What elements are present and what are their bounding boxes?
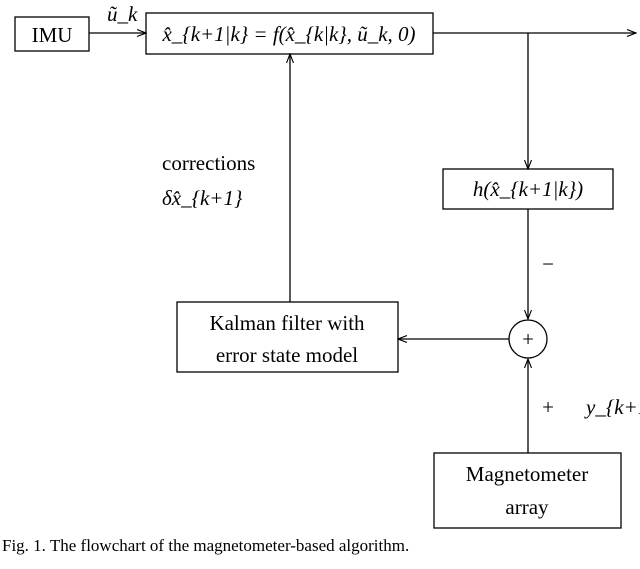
imu-block: IMU [14,16,90,52]
measurement-equation: h(x̂_{k+1|k}) [473,177,583,201]
imu-label: IMU [32,23,73,47]
magnetometer-block: Magnetometer array [433,452,622,529]
measurement-label: y_{k+1} [584,395,640,419]
prediction-equation: x̂_{k+1|k} = f(x̂_{k|k}, ũ_k, 0) [161,22,415,46]
corrections-symbol: δx̂_{k+1} [162,186,243,210]
prediction-block: x̂_{k+1|k} = f(x̂_{k|k}, ũ_k, 0) [145,12,434,55]
measurement-model-block: h(x̂_{k+1|k}) [442,168,614,210]
figure-caption: Fig. 1. The flowchart of the magnetomete… [2,536,410,555]
plus-sign: + [542,395,554,419]
magnetometer-line1: Magnetometer [466,462,588,486]
kalman-line1: Kalman filter with [209,311,365,335]
kalman-filter-block: Kalman filter with error state model [176,301,399,373]
minus-sign: − [542,252,554,276]
sum-symbol: + [522,327,534,351]
kalman-line2: error state model [216,343,358,367]
summation-node: + [508,319,548,359]
corrections-label: corrections [162,151,255,175]
imu-output-label: ũ_k [107,2,138,26]
magnetometer-line2: array [505,495,549,519]
